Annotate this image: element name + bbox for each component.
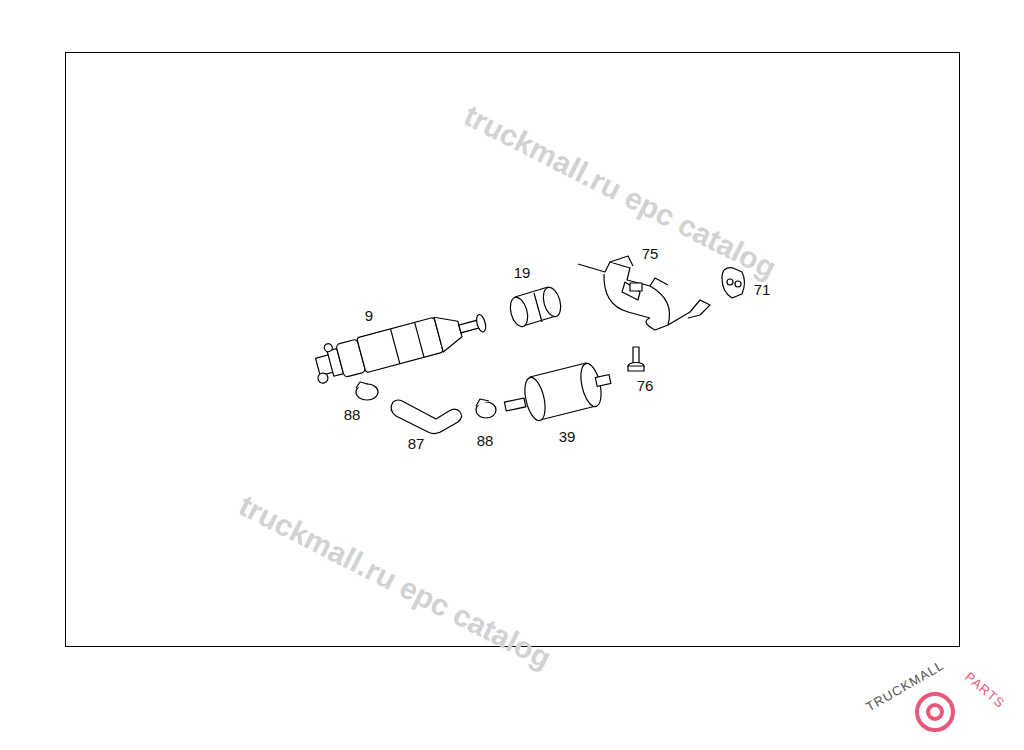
callout-number: 76 (637, 378, 654, 393)
fuel-filter (504, 362, 610, 423)
logo-text: PARTS (963, 670, 1007, 710)
callout-number: 75 (642, 246, 659, 261)
callout-number: 87 (408, 436, 425, 451)
callout-number: 19 (514, 265, 531, 280)
watermark: truckmall.ru epc catalog (459, 100, 780, 283)
rubber-mount (722, 268, 745, 298)
mounting-bracket (578, 256, 710, 330)
callout-number: 71 (754, 282, 771, 297)
logo-gear (917, 694, 953, 730)
bolt (628, 347, 644, 371)
frame (66, 53, 960, 647)
fuel-hose (391, 400, 462, 434)
callout-number: 88 (477, 433, 494, 448)
callout-number: 39 (559, 429, 576, 444)
rubber-ring (507, 285, 563, 328)
callout-number: 88 (344, 407, 361, 422)
fuel-pump (310, 303, 490, 385)
callout-number: 9 (365, 308, 373, 323)
hose-clamp (356, 382, 496, 418)
